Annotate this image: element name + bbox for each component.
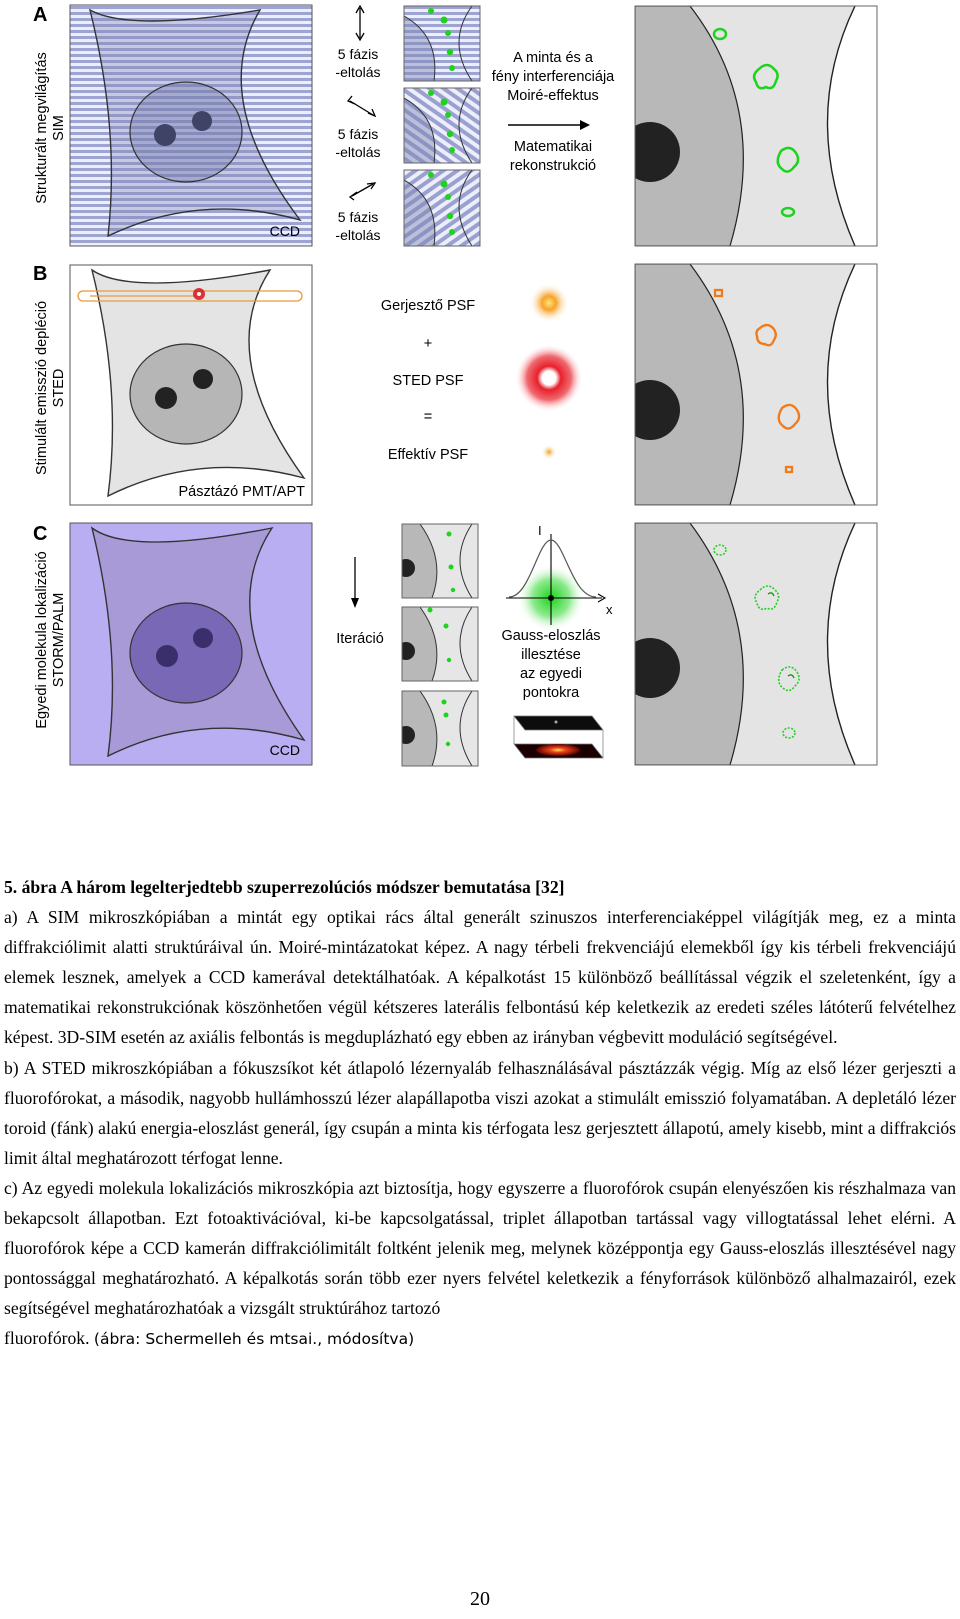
detector-label-b: Pásztázó PMT/APT bbox=[178, 484, 305, 500]
caption-title: 5. ábra A három legelterjedtebb szuperre… bbox=[4, 877, 565, 897]
svg-text:Effektív PSF: Effektív PSF bbox=[388, 447, 468, 463]
panel-letter-c: C bbox=[33, 523, 47, 545]
svg-text:+: + bbox=[424, 336, 432, 352]
sim-tile-3 bbox=[404, 170, 480, 246]
svg-text:Moiré-effektus: Moiré-effektus bbox=[507, 88, 599, 104]
svg-text:rekonstrukció: rekonstrukció bbox=[510, 158, 596, 174]
svg-text:fény interferenciája: fény interferenciája bbox=[492, 69, 615, 85]
side-label-sted: Stimulált emisszió depléció STED bbox=[34, 301, 67, 475]
svg-text:-eltolás: -eltolás bbox=[335, 227, 380, 243]
svg-text:-eltolás: -eltolás bbox=[335, 144, 380, 160]
storm-tile-3 bbox=[402, 691, 478, 766]
svg-text:-eltolás: -eltolás bbox=[335, 64, 380, 80]
panel-letter-b: B bbox=[33, 263, 47, 285]
phase-shift-arrows bbox=[346, 4, 377, 201]
panel-letter-a: A bbox=[33, 4, 47, 26]
storm-cell-panel: CCD bbox=[69, 522, 313, 766]
axis-i-label: I bbox=[538, 523, 542, 538]
sim-tile-1 bbox=[404, 6, 480, 81]
sted-result-tile bbox=[635, 264, 877, 505]
caption-last-line: fluorofórok. (ábra: Schermelleh és mtsai… bbox=[4, 1323, 956, 1354]
gauss-fit-diagram: I x bbox=[506, 523, 613, 632]
page-number: 20 bbox=[470, 1588, 490, 1610]
svg-text:az egyedi: az egyedi bbox=[520, 666, 582, 682]
svg-text:SIM: SIM bbox=[51, 115, 67, 141]
figure-caption: 5. ábra A három legelterjedtebb szuperre… bbox=[4, 872, 956, 1355]
svg-text:5 fázis: 5 fázis bbox=[338, 126, 378, 142]
storm-result-tile bbox=[635, 523, 877, 765]
svg-text:Egyedi molekula lokalizáció: Egyedi molekula lokalizáció bbox=[34, 551, 50, 728]
svg-text:STORM/PALM: STORM/PALM bbox=[51, 593, 67, 688]
reconstruction-arrow bbox=[508, 120, 590, 130]
svg-text:5 fázis: 5 fázis bbox=[338, 46, 378, 62]
svg-text:A minta és a: A minta és a bbox=[513, 50, 594, 66]
caption-paragraph-c-end: fluorofórok. bbox=[4, 1328, 90, 1349]
side-label-storm: Egyedi molekula lokalizáció STORM/PALM bbox=[34, 551, 67, 728]
sim-result-tile bbox=[635, 6, 877, 246]
caption-paragraph-b: b) A STED mikroszkópiában a fókuszsíkot … bbox=[4, 1057, 956, 1168]
svg-text:=: = bbox=[424, 409, 432, 425]
sim-interference-text: A minta és a fény interferenciája Moiré-… bbox=[492, 50, 615, 104]
svg-text:Gerjesztő PSF: Gerjesztő PSF bbox=[381, 298, 475, 314]
iteration-arrow bbox=[351, 557, 359, 608]
3d-intensity-plot bbox=[513, 715, 604, 759]
caption-paragraph-c: c) Az egyedi molekula lokalizációs mikro… bbox=[4, 1177, 956, 1319]
axis-x-label: x bbox=[606, 602, 613, 617]
figure-credit: (ábra: Schermelleh és mtsai., módosítva) bbox=[93, 1330, 415, 1349]
detector-label-c: CCD bbox=[270, 742, 300, 758]
sim-cell-panel: CCD bbox=[69, 4, 313, 247]
phase-shift-labels: 5 fázis -eltolás 5 fázis -eltolás 5 fázi… bbox=[335, 46, 380, 243]
svg-text:STED PSF: STED PSF bbox=[393, 373, 464, 389]
iteration-label: Iteráció bbox=[336, 631, 384, 647]
svg-text:illesztése: illesztése bbox=[521, 647, 581, 663]
sted-psf-text: Gerjesztő PSF + STED PSF = Effektív PSF bbox=[381, 298, 475, 463]
svg-text:Stimulált emisszió depléció: Stimulált emisszió depléció bbox=[34, 301, 50, 475]
sted-psf-donut bbox=[515, 344, 583, 412]
side-label-sim: Strukturált megvilágítás SIM bbox=[34, 52, 67, 204]
caption-paragraph-a: a) A SIM mikroszkópiában a mintát egy op… bbox=[4, 907, 956, 1048]
excitation-psf-spot bbox=[529, 283, 569, 323]
detector-label-a: CCD bbox=[270, 223, 300, 239]
effective-psf-spot bbox=[541, 444, 557, 460]
storm-tile-2 bbox=[402, 607, 478, 681]
svg-text:Strukturált megvilágítás: Strukturált megvilágítás bbox=[34, 52, 50, 204]
figure-5: A Strukturált megvilágítás SIM CCD 5 fáz… bbox=[0, 0, 960, 800]
sted-cell-panel: Pásztázó PMT/APT bbox=[69, 264, 313, 506]
sim-tile-2 bbox=[404, 88, 480, 163]
svg-text:STED: STED bbox=[51, 369, 67, 408]
svg-text:Gauss-eloszlás: Gauss-eloszlás bbox=[501, 628, 600, 644]
storm-tile-1 bbox=[402, 524, 478, 598]
svg-text:Matematikai: Matematikai bbox=[514, 139, 592, 155]
sim-reconstruction-text: Matematikai rekonstrukció bbox=[510, 139, 596, 174]
svg-text:5 fázis: 5 fázis bbox=[338, 209, 378, 225]
gauss-fit-text: Gauss-eloszlás illesztése az egyedi pont… bbox=[501, 628, 600, 701]
svg-text:pontokra: pontokra bbox=[523, 685, 580, 701]
